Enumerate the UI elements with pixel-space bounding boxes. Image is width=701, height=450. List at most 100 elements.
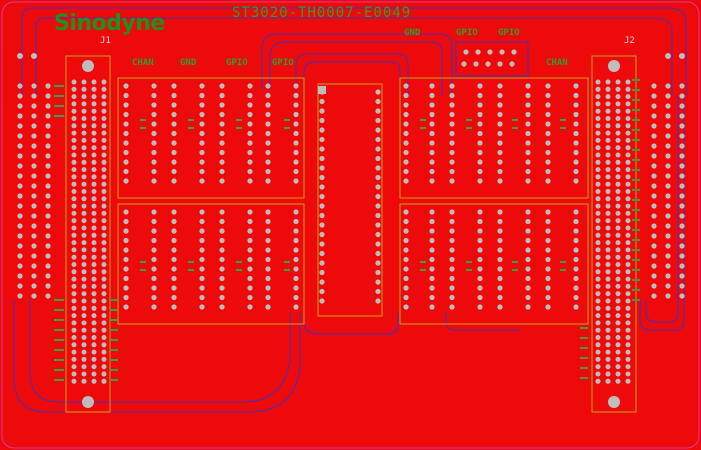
connector-j2-pin — [605, 225, 611, 231]
connector-j1-pin — [81, 167, 87, 173]
array-pad — [247, 92, 253, 99]
array-pad — [525, 140, 531, 146]
silk-tick — [632, 219, 640, 221]
connector-j2-pin — [605, 79, 611, 85]
array-pad — [293, 111, 299, 118]
array-pad — [171, 237, 177, 244]
connector-j2-pin — [625, 181, 631, 187]
connector-j1-pin — [91, 335, 97, 340]
array-pad — [171, 92, 177, 99]
connector-j2-pin — [615, 196, 621, 202]
array-pad — [573, 92, 579, 99]
edge-pad-right — [651, 93, 657, 99]
array-pad — [573, 130, 579, 137]
chip-pin — [319, 136, 325, 143]
chip-pin — [375, 203, 381, 209]
array-pad — [151, 247, 157, 253]
connector-j1-pin — [101, 181, 107, 187]
array-pad — [449, 140, 455, 146]
edge-pad-right — [665, 193, 671, 199]
array-pad — [219, 247, 225, 253]
connector-j2-pin — [615, 254, 621, 260]
connector-j2-pin — [605, 174, 611, 180]
edge-pad-right — [679, 93, 685, 99]
edge-pad-right — [665, 103, 671, 109]
chip-pin — [319, 231, 325, 238]
connector-j2-pin — [615, 218, 621, 224]
array-pad — [123, 247, 129, 253]
connector-j1-pin — [91, 86, 97, 92]
silk-tick — [580, 337, 588, 339]
header-pad — [473, 61, 479, 67]
connector-j2-pin — [615, 232, 621, 238]
edge-pad-left — [45, 183, 51, 189]
edge-pad-right — [651, 203, 657, 209]
array-pad — [497, 294, 503, 301]
connector-j2-pin — [615, 356, 621, 362]
header-pad — [475, 49, 481, 55]
array-pad — [293, 218, 299, 225]
array-pad — [497, 102, 503, 108]
array-pad — [123, 275, 129, 282]
array-lower-left-outline — [117, 203, 305, 325]
connector-j2-mount-hole — [608, 60, 620, 72]
array-pad — [403, 178, 409, 184]
array-pad — [265, 237, 271, 244]
connector-j2-pin — [615, 116, 621, 121]
array-pad — [151, 102, 157, 108]
chip-pin — [375, 146, 381, 152]
chip-pin — [375, 174, 381, 181]
connector-j1-pin — [91, 137, 97, 143]
connector-j2-pin — [595, 298, 601, 304]
header-pad — [499, 49, 505, 55]
connector-j1-pin — [101, 254, 107, 260]
array-pad — [573, 228, 579, 234]
array-pad — [429, 83, 435, 89]
edge-pad-left — [31, 213, 37, 219]
connector-j2-pin — [625, 298, 631, 304]
array-pad — [573, 256, 579, 263]
header-pad — [487, 49, 493, 55]
silk-tick — [632, 119, 640, 121]
array-pad — [545, 92, 551, 99]
array-pad — [477, 237, 483, 244]
array-pad — [545, 218, 551, 225]
connector-j1-pin — [91, 254, 97, 260]
array-pad — [573, 149, 579, 156]
group-label-gnd-left: GND — [180, 58, 197, 68]
connector-j2-pin — [615, 247, 621, 253]
connector-j2-pin — [595, 291, 601, 297]
array-pad — [429, 121, 435, 127]
array-pad — [477, 256, 483, 263]
connector-j2-pin — [625, 167, 631, 173]
edge-pad-left — [45, 293, 51, 299]
silk-tick — [110, 359, 118, 361]
array-pad — [525, 237, 531, 244]
chip-pin — [375, 222, 381, 228]
array-pad — [477, 121, 483, 127]
connector-j1-pin — [81, 320, 87, 326]
connector-j2-pin — [625, 189, 631, 194]
silk-tick — [140, 269, 146, 271]
edge-pad-right — [665, 53, 671, 59]
silk-tick — [632, 269, 640, 271]
connector-j1-pin — [71, 189, 77, 194]
edge-pad-right — [679, 293, 685, 299]
connector-j1-pin — [71, 247, 77, 253]
array-pad — [123, 256, 129, 263]
edge-pad-left — [17, 253, 23, 259]
edge-pad-right — [679, 53, 685, 59]
connector-j2-pin — [605, 108, 611, 114]
array-pad — [449, 275, 455, 282]
connector-j1-pin — [91, 349, 97, 355]
array-pad — [171, 159, 177, 165]
edge-pad-right — [651, 243, 657, 249]
array-pad — [265, 140, 271, 146]
connector-j2-pin — [595, 101, 601, 107]
edge-pad-left — [45, 113, 51, 119]
array-pad — [247, 294, 253, 301]
connector-j1-pin — [91, 218, 97, 224]
header-pad — [463, 49, 469, 55]
array-pad — [265, 130, 271, 137]
array-pad — [123, 102, 129, 108]
